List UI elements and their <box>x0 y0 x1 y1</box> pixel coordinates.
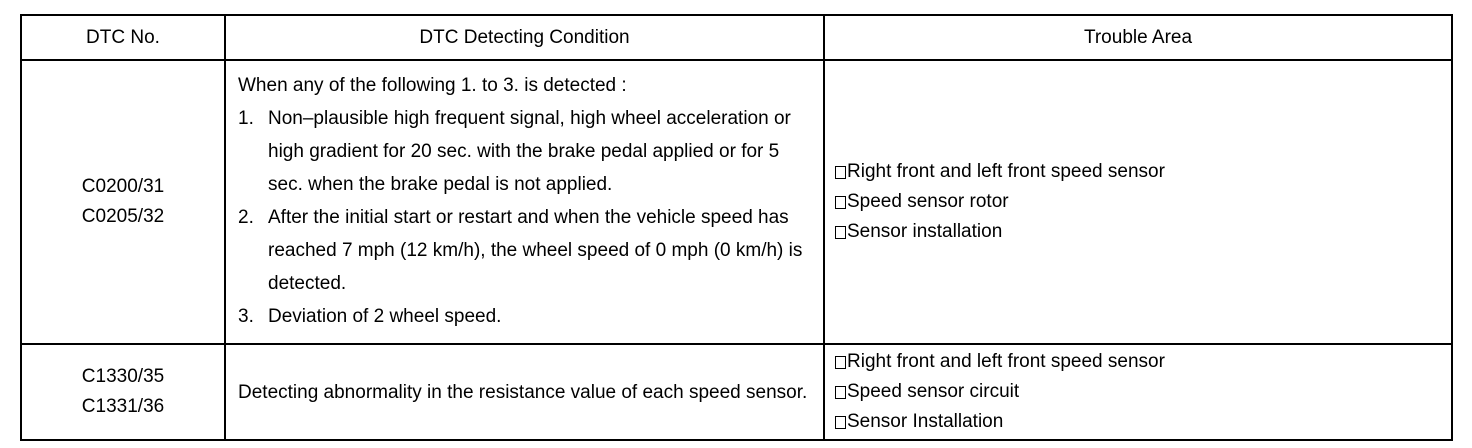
condition-text: Detecting abnormality in the resistance … <box>238 381 808 403</box>
step-text: After the initial start or restart and w… <box>268 207 803 294</box>
trouble-area-cell: Right front and left front speed sensor … <box>823 343 1453 441</box>
trouble-area-text: Speed sensor circuit <box>847 381 1020 402</box>
header-trouble-area: Trouble Area <box>823 14 1453 61</box>
trouble-area-item: Speed sensor circuit <box>835 377 1441 407</box>
step-number: 1. <box>238 108 254 129</box>
table-row: C1330/35 C1331/36 Detecting abnormality … <box>20 343 1453 441</box>
trouble-area-item: Sensor installation <box>835 217 1441 247</box>
condition-step: 2. After the initial start or restart an… <box>238 201 811 300</box>
trouble-area-text: Sensor Installation <box>847 411 1004 432</box>
dtc-code: C0205/32 <box>81 206 165 227</box>
condition-step: 3. Deviation of 2 wheel speed. <box>238 300 811 333</box>
condition-intro: When any of the following 1. to 3. is de… <box>238 75 627 96</box>
header-row: DTC No. DTC Detecting Condition Trouble … <box>20 14 1453 61</box>
dtc-code: C1331/36 <box>81 396 165 417</box>
dtc-table: DTC No. DTC Detecting Condition Trouble … <box>20 14 1453 441</box>
header-dtc-no: DTC No. <box>20 14 226 61</box>
dtc-code: C0200/31 <box>81 176 165 197</box>
table-row: C0200/31 C0205/32 When any of the follow… <box>20 59 1453 345</box>
step-text: Non–plausible high frequent signal, high… <box>268 108 791 195</box>
condition-cell: Detecting abnormality in the resistance … <box>224 343 825 441</box>
trouble-area-item: Speed sensor rotor <box>835 187 1441 217</box>
step-text: Deviation of 2 wheel speed. <box>268 306 502 327</box>
trouble-area-cell: Right front and left front speed sensor … <box>823 59 1453 345</box>
checkbox-square-icon <box>835 355 846 369</box>
condition-steps: 1. Non–plausible high frequent signal, h… <box>238 102 811 333</box>
trouble-area-item: Right front and left front speed sensor <box>835 157 1441 187</box>
checkbox-square-icon <box>835 225 846 239</box>
trouble-area-text: Speed sensor rotor <box>847 191 1009 212</box>
trouble-area-text: Right front and left front speed sensor <box>847 351 1165 372</box>
trouble-area-item: Right front and left front speed sensor <box>835 347 1441 377</box>
checkbox-square-icon <box>835 195 846 209</box>
trouble-area-item: Sensor Installation <box>835 407 1441 437</box>
condition-cell: When any of the following 1. to 3. is de… <box>224 59 825 345</box>
trouble-area-text: Sensor installation <box>847 221 1003 242</box>
dtc-code: C1330/35 <box>81 366 165 387</box>
dtc-code-cell: C1330/35 C1331/36 <box>20 343 226 441</box>
trouble-area-text: Right front and left front speed sensor <box>847 161 1165 182</box>
header-detecting-condition: DTC Detecting Condition <box>224 14 825 61</box>
checkbox-square-icon <box>835 165 846 179</box>
checkbox-square-icon <box>835 415 846 429</box>
checkbox-square-icon <box>835 385 846 399</box>
condition-step: 1. Non–plausible high frequent signal, h… <box>238 102 811 201</box>
step-number: 2. <box>238 207 254 228</box>
dtc-code-cell: C0200/31 C0205/32 <box>20 59 226 345</box>
step-number: 3. <box>238 306 254 327</box>
